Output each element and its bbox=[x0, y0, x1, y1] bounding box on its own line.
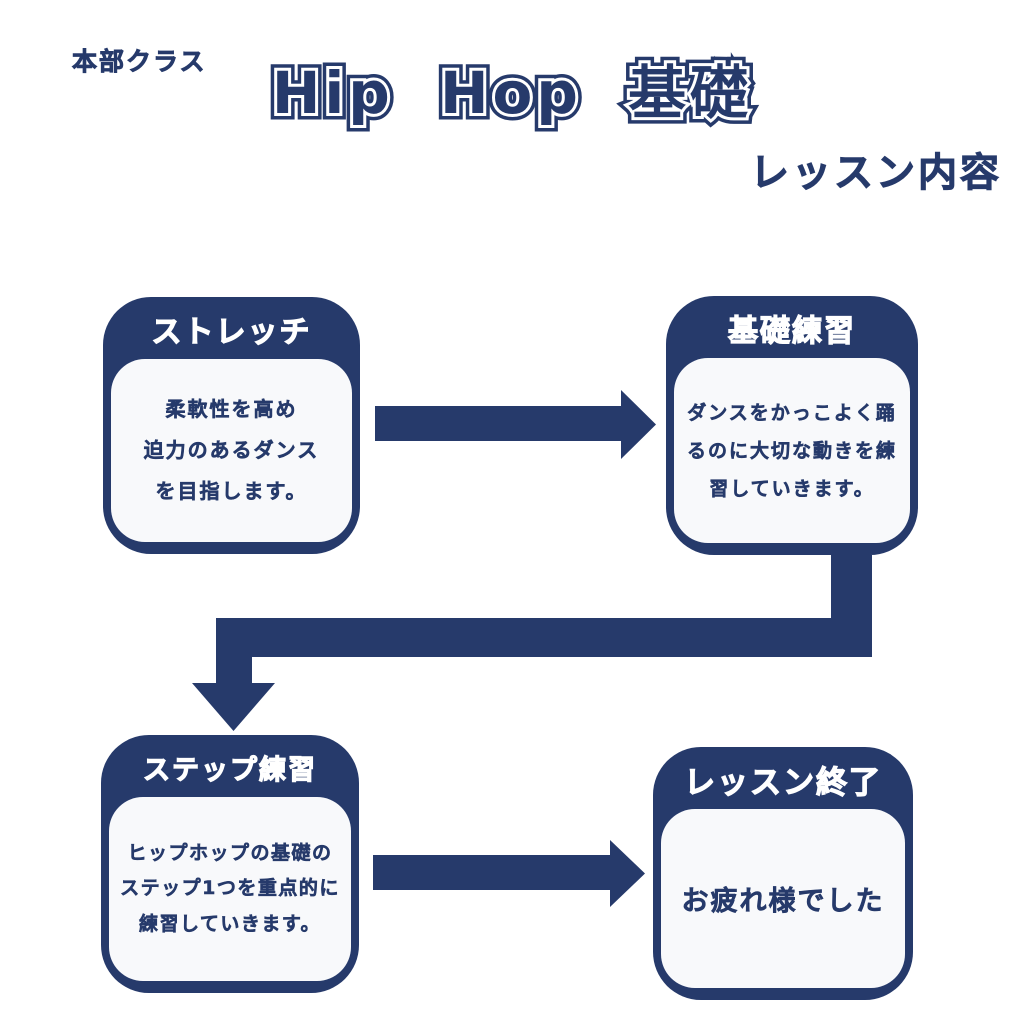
body-line: 迫力のあるダンス bbox=[143, 438, 320, 463]
body-line: 練習していきます。 bbox=[138, 912, 322, 935]
step-card-title: ストレッチ bbox=[151, 314, 312, 350]
step-card-step-practice: ステップ練習 ヒップホップの基礎の ステップ1つを重点的に 練習していきます。 bbox=[101, 735, 359, 993]
body-line: ヒップホップの基礎の bbox=[127, 842, 333, 865]
body-line: ダンスをかっこよく踊 bbox=[687, 401, 897, 424]
step-card-body: ヒップホップの基礎の ステップ1つを重点的に 練習していきます。 bbox=[109, 797, 351, 981]
arrow-shaft bbox=[375, 406, 623, 441]
arrow-shaft bbox=[373, 855, 613, 890]
arrow-step2-to-step3 bbox=[192, 555, 872, 731]
class-label: 本部クラス bbox=[72, 47, 207, 77]
step-card-body: ダンスをかっこよく踊 るのに大切な動きを練 習していきます。 bbox=[674, 358, 910, 543]
body-line: を目指します。 bbox=[155, 479, 308, 504]
body-line: 習していきます。 bbox=[709, 477, 875, 500]
step-card-title: 基礎練習 bbox=[727, 313, 856, 349]
step-card-basic-practice: 基礎練習 ダンスをかっこよく踊 るのに大切な動きを練 習していきます。 bbox=[666, 296, 918, 555]
step-card-title: ステップ練習 bbox=[142, 754, 317, 786]
page-title-outline: Hip Hop 基礎 bbox=[265, 55, 754, 132]
body-line: 柔軟性を高め bbox=[165, 397, 298, 422]
step-card-lesson-end: レッスン終了 お疲れ様でした bbox=[653, 747, 913, 1000]
step-card-title: レッスン終了 bbox=[683, 764, 882, 801]
arrow-head-down-icon bbox=[192, 683, 275, 731]
step-card-body: お疲れ様でした bbox=[661, 809, 905, 988]
arrow-segment-down bbox=[216, 618, 252, 685]
arrow-step1-to-step2 bbox=[375, 390, 656, 459]
step-card-body: 柔軟性を高め 迫力のあるダンス を目指します。 bbox=[111, 359, 352, 542]
arrow-segment-left bbox=[216, 618, 872, 657]
arrow-step3-to-step4 bbox=[373, 840, 645, 907]
body-line: ステップ1つを重点的に bbox=[120, 877, 340, 900]
arrow-head-right-icon bbox=[621, 390, 656, 459]
lesson-contents-label: レッスン内容 bbox=[749, 151, 1002, 197]
step-card-stretch: ストレッチ 柔軟性を高め 迫力のあるダンス を目指します。 bbox=[103, 297, 360, 554]
page-title-text: Hip Hop 基礎 bbox=[269, 58, 753, 128]
page-title: Hip Hop 基礎 Hip Hop 基礎 bbox=[0, 55, 1024, 132]
body-line: るのに大切な動きを練 bbox=[686, 439, 897, 462]
arrow-head-right-icon bbox=[610, 840, 645, 907]
body-line: お疲れ様でした bbox=[681, 886, 885, 918]
